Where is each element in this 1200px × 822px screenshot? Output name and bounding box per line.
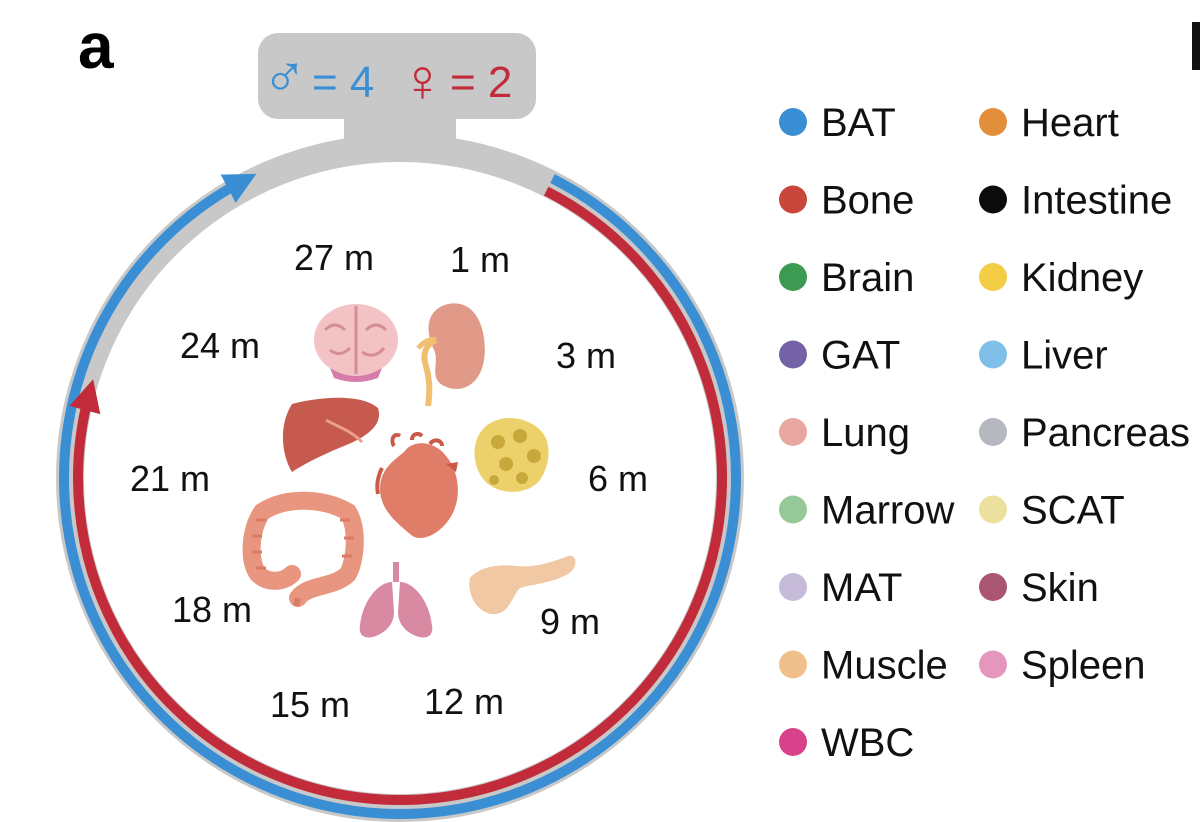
legend-swatch — [979, 108, 1007, 136]
heart-icon — [375, 431, 458, 539]
legend-label: SCAT — [1021, 489, 1125, 533]
legend-item: Skin — [979, 566, 1099, 610]
edge-mark — [1192, 22, 1200, 70]
legend-item: Kidney — [979, 256, 1143, 300]
legend-item: Liver — [979, 334, 1108, 378]
panel-label: a — [78, 10, 114, 82]
legend-label: Skin — [1021, 566, 1099, 610]
legend-label: Heart — [1021, 101, 1119, 145]
legend-swatch — [979, 573, 1007, 601]
kidney-icon — [416, 303, 485, 407]
pancreas-icon — [469, 555, 576, 615]
legend-label: Bone — [821, 179, 914, 223]
legend-label: WBC — [821, 721, 914, 765]
timepoint-label: 6 m — [588, 458, 648, 499]
timepoint-label: 9 m — [540, 601, 600, 642]
legend-item: Bone — [779, 179, 914, 223]
legend-item: Muscle — [779, 644, 948, 688]
fat-icon — [474, 418, 549, 492]
legend-swatch — [979, 185, 1007, 214]
legend-item: MAT — [779, 566, 902, 610]
legend-label: Lung — [821, 411, 910, 455]
legend-swatch — [779, 650, 807, 679]
legend-item: Intestine — [979, 179, 1172, 223]
legend-swatch — [979, 263, 1007, 291]
legend-swatch — [779, 573, 807, 601]
legend-item: WBC — [779, 721, 914, 765]
legend-label: Spleen — [1021, 644, 1146, 688]
sex-counts: ♂ = 4 ♀ = 2 — [262, 43, 512, 114]
timepoint-label: 24 m — [180, 325, 260, 366]
legend-label: Marrow — [821, 489, 954, 533]
legend-swatch — [779, 495, 807, 524]
lungs-icon — [359, 562, 433, 638]
legend-swatch — [979, 650, 1007, 679]
legend-item: GAT — [779, 334, 900, 378]
timepoint-label: 12 m — [424, 681, 504, 722]
legend-label: Intestine — [1021, 179, 1172, 223]
legend-item: Heart — [979, 101, 1119, 145]
legend-item: Spleen — [979, 644, 1146, 688]
timepoint-label: 18 m — [172, 589, 252, 630]
legend-item: Marrow — [779, 489, 954, 533]
male-icon: ♂ — [262, 43, 307, 110]
legend-label: BAT — [821, 101, 896, 145]
male-count: = 4 — [312, 58, 374, 107]
legend-label: Pancreas — [1021, 411, 1190, 455]
legend-label: Liver — [1021, 334, 1108, 378]
legend-swatch — [979, 340, 1007, 369]
liver-icon — [282, 397, 380, 472]
intestine-icon — [242, 491, 364, 607]
timepoint-labels: 1 m 3 m 6 m 9 m 12 m 15 m 18 m 21 m 24 m… — [130, 237, 648, 725]
female-icon: ♀ — [400, 47, 445, 114]
legend-label: MAT — [821, 566, 902, 610]
legend-label: GAT — [821, 334, 900, 378]
legend-item: Pancreas — [979, 411, 1190, 455]
timepoint-label: 27 m — [294, 237, 374, 278]
legend-swatch — [779, 185, 807, 214]
legend-swatch — [779, 108, 807, 136]
legend-swatch — [779, 728, 807, 756]
timepoint-label: 15 m — [270, 684, 350, 725]
legend-item: Lung — [779, 411, 910, 455]
legend-label: Kidney — [1021, 256, 1143, 300]
legend-swatch — [979, 418, 1007, 446]
legend-item: SCAT — [979, 489, 1125, 533]
legend-item: Brain — [779, 256, 914, 300]
legend-item: BAT — [779, 101, 896, 145]
timepoint-label: 1 m — [450, 239, 510, 280]
legend-label: Muscle — [821, 644, 948, 688]
timeline-frame — [56, 33, 744, 822]
legend-swatch — [979, 495, 1007, 524]
female-count: = 2 — [450, 58, 512, 107]
brain-icon — [314, 304, 398, 382]
legend-label: Brain — [821, 256, 914, 300]
legend-swatch — [779, 340, 807, 369]
timepoint-label: 21 m — [130, 458, 210, 499]
timepoint-label: 3 m — [556, 335, 616, 376]
timeline-arcs — [58, 173, 741, 819]
legend-swatch — [779, 418, 807, 446]
legend-swatch — [779, 263, 807, 291]
female-timeline-arc — [69, 186, 728, 805]
